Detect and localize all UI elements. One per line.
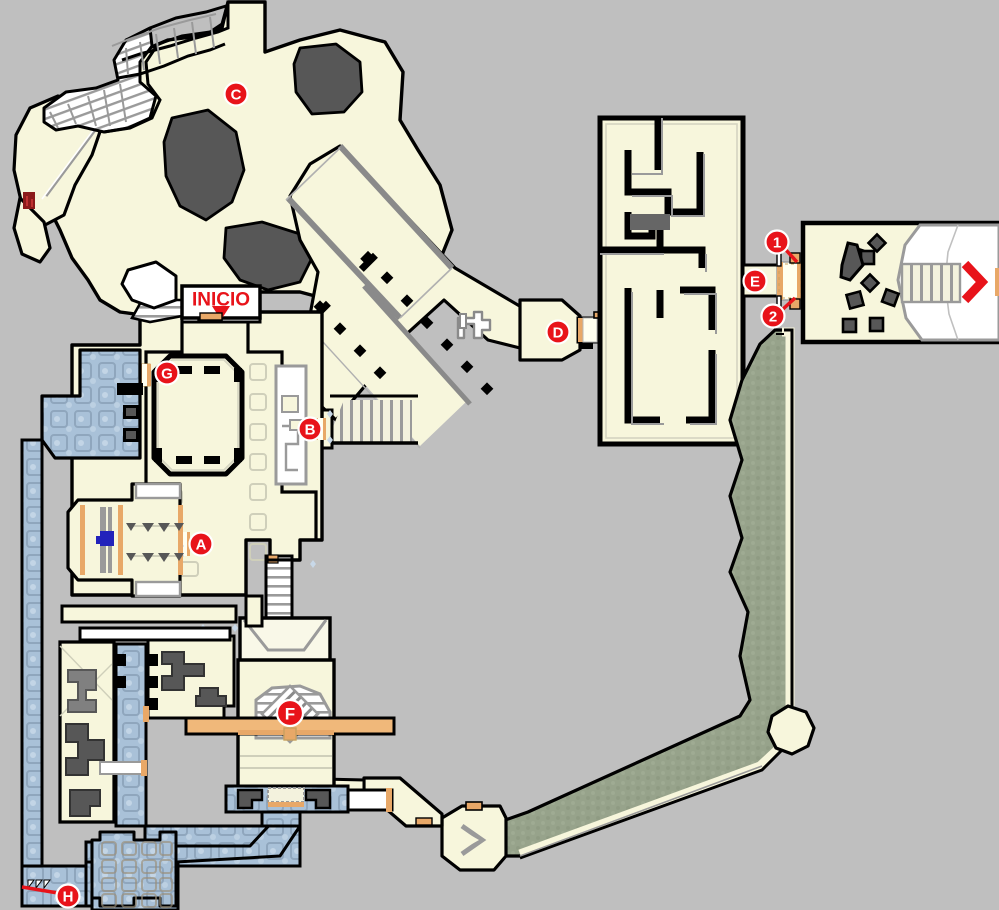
leader-line-2 <box>780 296 797 312</box>
inner-corridor-right <box>274 364 308 486</box>
cave-pit-left <box>162 108 246 222</box>
marker-F-label: F <box>285 705 295 724</box>
blue-key-room <box>66 482 184 598</box>
marker-H-label: H <box>63 889 74 906</box>
cave-pit-bottom <box>222 220 314 292</box>
slime-corridor-southeast <box>492 327 816 860</box>
marker-D[interactable]: D <box>545 319 571 345</box>
exit-room <box>800 220 999 345</box>
room-decor-shapes <box>67 669 97 713</box>
start-label-group: INICIO <box>180 284 262 321</box>
teleport-glyph <box>456 310 492 340</box>
marker-2[interactable]: 2 <box>760 303 786 329</box>
exit-room-debris <box>839 232 901 334</box>
marker-B[interactable]: B <box>297 416 323 442</box>
marker-D-label: D <box>553 325 564 342</box>
cave-pit-right <box>292 42 364 116</box>
marker-A-label: A <box>196 537 207 554</box>
maze-room-east <box>597 115 782 447</box>
curved-stairs-northwest <box>42 0 267 134</box>
marker-1-label: 1 <box>773 235 781 252</box>
marker-A[interactable]: A <box>188 531 214 557</box>
central-tower-f <box>184 554 396 814</box>
diagonal-hall <box>285 143 562 450</box>
leader-line-1 <box>784 248 799 264</box>
southwest-rooms <box>58 604 238 828</box>
marker-1[interactable]: 1 <box>764 229 790 255</box>
door-a[interactable] <box>180 532 190 556</box>
octagon-start-room <box>120 260 178 310</box>
marker-H[interactable]: H <box>55 883 81 909</box>
exit-stairs <box>900 262 962 304</box>
south-water-basin <box>20 788 302 910</box>
water-pool-west <box>20 348 143 882</box>
start-door[interactable] <box>199 312 223 321</box>
maze-dark-block <box>630 214 670 230</box>
marker-C[interactable]: C <box>223 81 249 107</box>
marker-B-label: B <box>305 422 316 439</box>
secret-h-marks <box>27 879 51 890</box>
marker-C-label: C <box>231 87 242 104</box>
start-label-text: INICIO <box>192 290 250 311</box>
marker-G[interactable]: G <box>154 360 180 386</box>
exit-chevron-right-icon <box>961 260 989 304</box>
link-corridors <box>244 556 294 628</box>
channel-ledges <box>114 654 158 710</box>
markers-layer: C 1 E 2 D G B A <box>21 81 799 909</box>
marker-G-label: G <box>161 366 173 383</box>
marker-2-label: 2 <box>769 309 777 326</box>
marker-E[interactable]: E <box>742 268 768 294</box>
blue-key-item <box>96 531 114 546</box>
nukage-tiles <box>101 841 173 908</box>
octagon-node <box>766 704 816 756</box>
leader-line-h <box>21 885 59 895</box>
crusher-arrows <box>126 523 184 562</box>
marker-F[interactable]: F <box>275 698 305 728</box>
red-key-item <box>23 192 35 209</box>
marker-E-label: E <box>750 274 760 291</box>
